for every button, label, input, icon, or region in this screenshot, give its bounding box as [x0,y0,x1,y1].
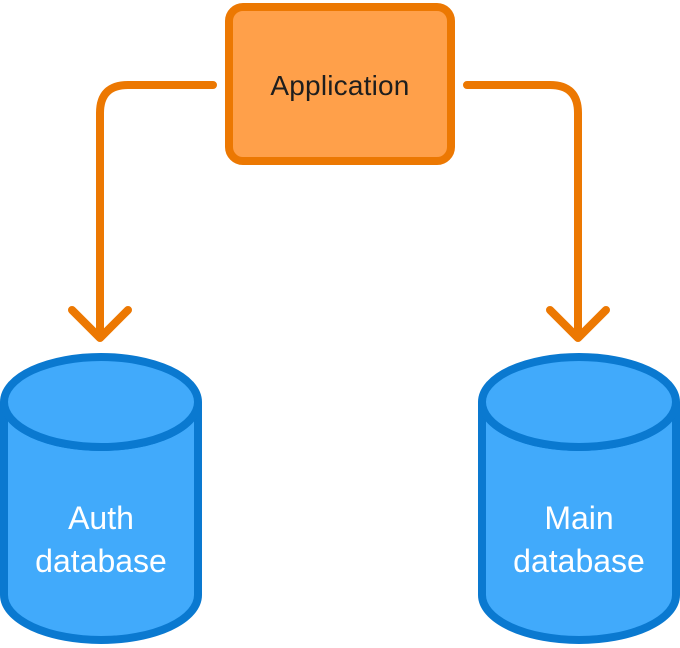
auth-database-cylinder-top [0,353,202,451]
arrow-application-to-auth-db-line [96,81,217,336]
auth-database-label-line1: Auth [68,500,134,536]
auth-database-label: Auth database [0,497,202,583]
main-database-label-line1: Main [544,500,614,536]
arrow-application-to-main-db-line [463,81,582,336]
main-database-label: Main database [478,497,680,583]
main-database-label-line2: database [513,543,645,579]
main-database-cylinder-top [478,353,680,451]
application-node-label: Application [270,70,410,101]
arrow-application-to-main-db-head-icon [546,306,610,342]
arrow-application-to-main-db [463,81,610,342]
arrow-application-to-auth-db [68,81,217,342]
arrow-application-to-auth-db-head-icon [68,306,132,342]
auth-database-label-line2: database [35,543,167,579]
application-node: Application [225,3,455,165]
main-database-cylinder [478,353,680,644]
auth-database-cylinder [0,353,202,644]
